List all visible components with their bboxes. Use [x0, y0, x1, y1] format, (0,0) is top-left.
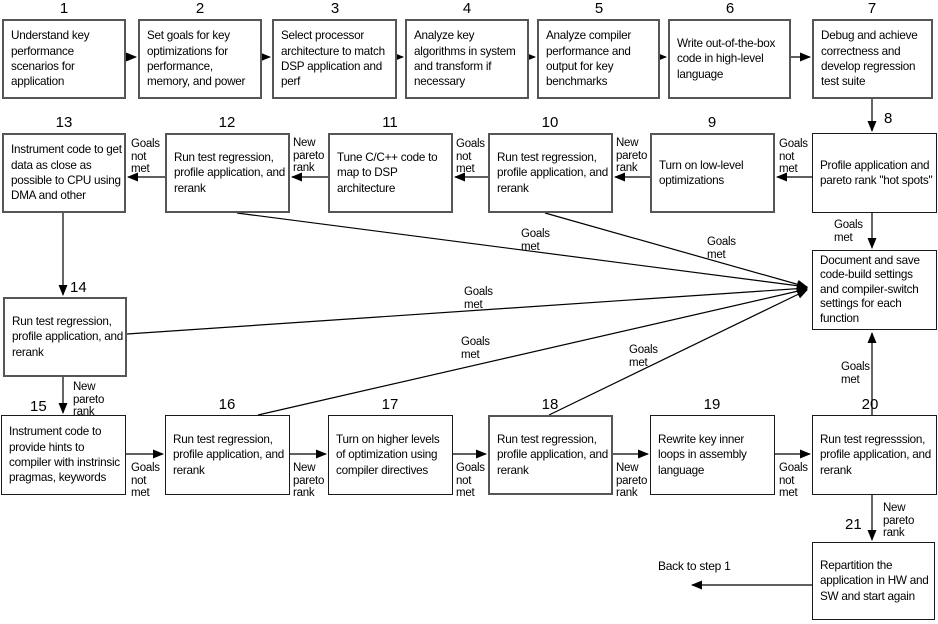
step-box-14: Run test regression, profile application…	[3, 297, 127, 377]
step-text-7: Debug and achieve correctness and develo…	[821, 29, 918, 89]
step-number-19: 19	[703, 396, 721, 413]
step-text-12: Run test regression, profile application…	[174, 150, 285, 195]
step-text-4: Analyze key algorithms in system and tra…	[414, 29, 516, 89]
step-number-12: 12	[218, 114, 236, 131]
step-text-10: Run test regression, profile application…	[497, 150, 608, 195]
document-settings-box: Document and save code-build settings an…	[812, 250, 937, 330]
step-box-19: Rewrite key inner loops in assembly lang…	[650, 415, 775, 495]
label-new-pareto-rank-18-19: New pareto rank	[616, 462, 648, 500]
label-goals-met-12-doc: Goals met	[521, 228, 550, 253]
label-new-pareto-rank-16-17: New pareto rank	[293, 462, 325, 500]
document-settings-text: Document and save code-build settings an…	[820, 253, 920, 325]
step-number-20: 20	[861, 396, 879, 413]
arrow-14-doc	[126, 284, 808, 335]
arrow-16-doc	[257, 286, 808, 416]
step-text-5: Analyze compiler performance and output …	[546, 29, 631, 89]
step-box-8: Profile application and pareto rank "hot…	[812, 133, 937, 213]
label-goals-not-met-8-9: Goals not met	[779, 138, 808, 176]
step-box-9: Turn on low-level optimizations	[650, 133, 775, 213]
label-goals-not-met-15-16: Goals not met	[131, 462, 160, 500]
label-goals-not-met-19-20: Goals not met	[779, 462, 808, 500]
step-text-14: Run test regression, profile application…	[12, 314, 123, 359]
step-box-4: Analyze key algorithms in system and tra…	[405, 19, 529, 99]
step-text-20: Run test regresssion, profile applicatio…	[820, 432, 931, 477]
step-text-18: Run test regression, profile application…	[497, 432, 608, 477]
step-box-18: Run test regression, profile application…	[488, 415, 613, 495]
label-new-pareto-rank-14-15: New pareto rank	[73, 381, 105, 419]
step-box-10: Run test regression, profile application…	[488, 133, 613, 213]
step-text-1: Understand key performance scenarios for…	[11, 29, 90, 89]
step-box-13: Instrument code to get data as close as …	[2, 133, 126, 213]
step-text-8: Profile application and pareto rank "hot…	[820, 158, 933, 187]
step-text-19: Rewrite key inner loops in assembly lang…	[658, 432, 747, 477]
step-text-6: Write out-of-the-box code in high-level …	[677, 36, 776, 81]
step-text-16: Run test regression, profile application…	[173, 432, 284, 477]
step-number-8: 8	[884, 110, 893, 127]
label-goals-met-18-doc: Goals met	[629, 344, 658, 369]
step-box-6: Write out-of-the-box code in high-level …	[668, 19, 791, 99]
step-number-6: 6	[725, 0, 735, 17]
step-text-21: Repartition the application in HW and SW…	[820, 558, 929, 603]
step-number-7: 7	[867, 0, 877, 17]
step-text-15: Instrument code to provide hints to comp…	[9, 425, 120, 485]
label-goals-not-met-17-18: Goals not met	[456, 462, 485, 500]
label-goals-not-met-12-13: Goals not met	[131, 138, 160, 176]
step-box-7: Debug and achieve correctness and develo…	[812, 19, 933, 99]
step-text-2: Set goals for key optimizations for perf…	[147, 29, 246, 89]
step-text-3: Select processor architecture to match D…	[281, 29, 385, 89]
step-number-16: 16	[218, 396, 236, 413]
label-goals-met-8-doc: Goals met	[834, 219, 863, 244]
label-new-pareto-rank-11-12: New pareto rank	[293, 137, 325, 175]
step-box-20: Run test regresssion, profile applicatio…	[812, 415, 937, 495]
step-number-21: 21	[845, 516, 862, 533]
step-number-10: 10	[541, 114, 559, 131]
step-number-11: 11	[382, 114, 398, 131]
label-goals-met-16-doc: Goals met	[461, 336, 490, 361]
step-number-3: 3	[330, 0, 340, 17]
step-box-16: Run test regression, profile application…	[165, 415, 290, 495]
label-new-pareto-rank-20-21: New pareto rank	[883, 502, 915, 540]
step-box-15: Instrument code to provide hints to comp…	[1, 415, 126, 495]
step-number-18: 18	[541, 396, 559, 413]
label-new-pareto-rank-9-10: New pareto rank	[616, 137, 648, 175]
step-number-5: 5	[594, 0, 604, 17]
step-box-5: Analyze compiler performance and output …	[537, 19, 660, 99]
step-number-1: 1	[59, 0, 69, 17]
step-box-12: Run test regression, profile application…	[165, 133, 290, 213]
label-goals-met-14-doc: Goals met	[464, 286, 493, 311]
step-number-4: 4	[462, 0, 472, 17]
step-number-15: 15	[30, 398, 47, 415]
step-box-21: Repartition the application in HW and SW…	[812, 542, 935, 620]
step-text-13: Instrument code to get data as close as …	[11, 143, 122, 203]
step-text-11: Tune C/C++ code to map to DSP architectu…	[337, 150, 438, 195]
label-goals-not-met-10-11: Goals not met	[456, 138, 485, 176]
step-box-1: Understand key performance scenarios for…	[2, 19, 126, 99]
step-box-17: Turn on higher levels of optimization us…	[328, 415, 453, 495]
arrow-18-doc	[548, 289, 808, 416]
step-box-11: Tune C/C++ code to map to DSP architectu…	[328, 133, 453, 213]
step-text-9: Turn on low-level optimizations	[659, 158, 744, 187]
step-number-13: 13	[55, 114, 73, 131]
step-number-17: 17	[381, 396, 399, 413]
label-goals-met-10-doc: Goals met	[707, 236, 736, 261]
step-number-2: 2	[195, 0, 205, 17]
step-box-3: Select processor architecture to match D…	[272, 19, 397, 99]
step-number-9: 9	[707, 114, 717, 131]
step-number-14: 14	[70, 279, 87, 296]
label-back-to-step-1: Back to step 1	[658, 559, 731, 573]
arrow-10-doc	[544, 212, 808, 289]
arrow-12-doc	[236, 212, 808, 291]
step-box-2: Set goals for key optimizations for perf…	[138, 19, 262, 99]
label-goals-met-20-doc: Goals met	[841, 361, 870, 386]
step-text-17: Turn on higher levels of optimization us…	[336, 432, 440, 477]
